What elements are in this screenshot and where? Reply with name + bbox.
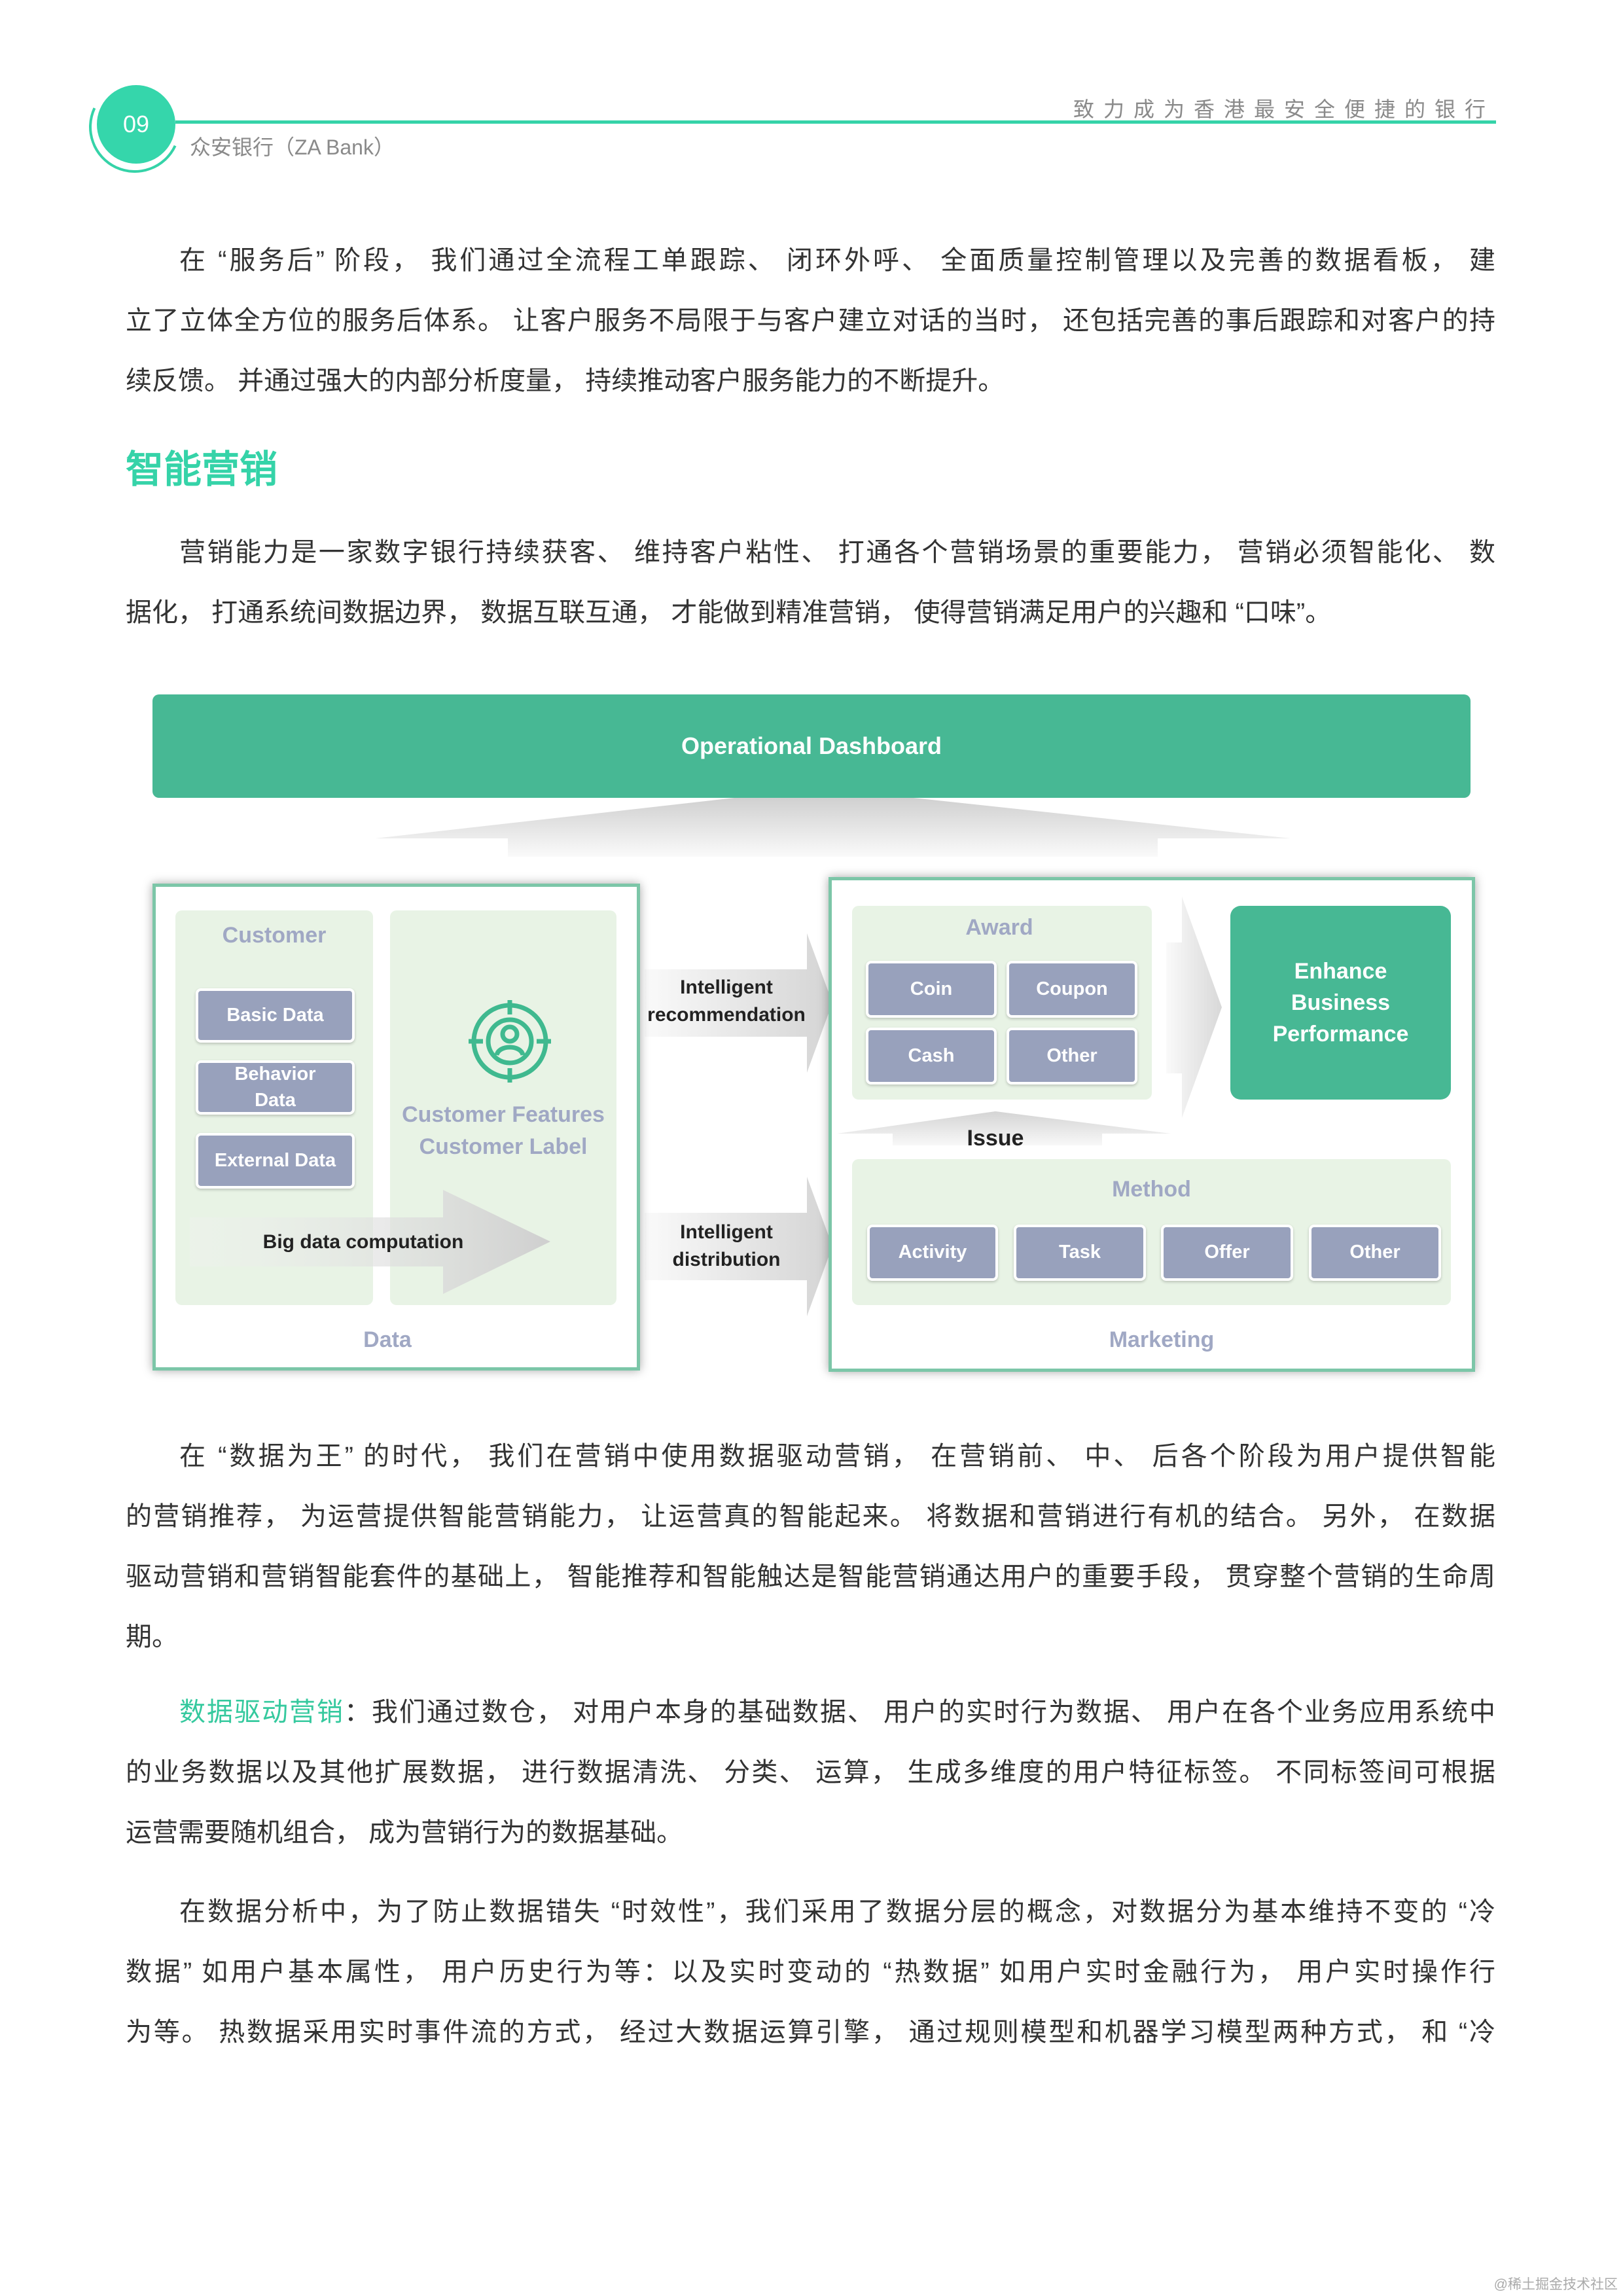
up-arrow-icon [375, 798, 1291, 857]
paragraph-data-driven-marketing: 数据驱动营销：我们通过数仓， 对用户本身的基础数据、 用户的实时行为数据、 用户… [126, 1682, 1495, 1863]
customer-target-icon [469, 1000, 551, 1083]
text-line: 续反馈。 并通过强大的内部分析度量， 持续推动客户服务能力的不断提升。 [126, 367, 1005, 395]
award-coin-box: Coin [866, 961, 997, 1018]
marketing-panel [829, 877, 1475, 1372]
behavior-data-box: Behavior Data [196, 1060, 355, 1115]
enhance-business-performance-box: Enhance Business Performance [1230, 906, 1451, 1100]
text-line: 驱动营销和营销智能套件的基础上， 智能推荐和智能触达是智能营销通达用户的重要手段… [126, 1562, 1495, 1591]
customer-title: Customer [222, 923, 327, 948]
enhance-line2: Business [1291, 990, 1391, 1015]
marketing-panel-footer: Marketing [1109, 1327, 1215, 1352]
method-offer-box: Offer [1161, 1225, 1293, 1281]
enhance-line3: Performance [1272, 1022, 1409, 1047]
text-line: 期。 [126, 1623, 178, 1651]
method-title: Method [1112, 1177, 1191, 1202]
award-box [852, 906, 1152, 1100]
issue-arrow-icon [837, 1111, 1171, 1145]
paragraph-after-service: 在 “服务后” 阶段， 我们通过全流程工单跟踪、 闭环外呼、 全面质量控制管理以… [126, 230, 1495, 411]
text-line: 在数据分析中，为了防止数据错失 “时效性”，我们采用了数据分层的概念，对数据分为… [179, 1897, 1495, 1926]
section-title: 智能营销 [126, 448, 278, 491]
text-line: 据化， 打通系统间数据边界， 数据互联互通， 才能做到精准营销， 使得营销满足用… [126, 598, 1332, 627]
operational-dashboard-bar: Operational Dashboard [152, 694, 1471, 798]
text-segment: ：我们通过数仓， 对用户本身的基础数据、 用户的实时行为数据、 用户在各个业务应… [344, 1698, 1496, 1727]
header-bank-name: 众安银行（ZA Bank） [190, 135, 395, 159]
method-activity-box: Activity [867, 1225, 998, 1281]
distribution-arrow-icon [645, 1177, 832, 1316]
enhance-arrow-icon [1166, 897, 1222, 1118]
distribution-label-line2: distribution [672, 1249, 781, 1270]
method-other-box: Other [1309, 1225, 1441, 1281]
paragraph-marketing-intro: 营销能力是一家数字银行持续获客、 维持客户粘性、 打通各个营销场景的重要能力， … [126, 522, 1495, 643]
basic-data-box: Basic Data [196, 988, 355, 1043]
header-slogan: 致力成为香港最安全便捷的银行 [1073, 98, 1495, 121]
external-data-box: External Data [196, 1133, 355, 1189]
text-line: 数据驱动营销：我们通过数仓， 对用户本身的基础数据、 用户的实时行为数据、 用户… [126, 1682, 1495, 1742]
watermark: @稀土掘金技术社区 [1493, 2277, 1618, 2292]
text-line: 为等。 热数据采用实时事件流的方式， 经过大数据运算引擎， 通过规则模型和机器学… [126, 2018, 1495, 2047]
text-line: 的营销推荐， 为运营提供智能营销能力， 让运营真的智能起来。 将数据和营销进行有… [126, 1502, 1495, 1531]
enhance-line1: Enhance [1294, 959, 1387, 984]
big-data-arrow-icon [190, 1190, 550, 1294]
customer-features-label: Customer Features [402, 1102, 605, 1127]
award-coupon-box: Coupon [1007, 961, 1137, 1018]
paragraph-data-is-king: 在 “数据为王” 的时代， 我们在营销中使用数据驱动营销， 在营销前、 中、 后… [126, 1426, 1495, 1667]
award-cash-box: Cash [866, 1028, 997, 1085]
text-line: 运营需要随机组合， 成为营销行为的数据基础。 [126, 1818, 683, 1847]
text-line: 在 “数据为王” 的时代， 我们在营销中使用数据驱动营销， 在营销前、 中、 后… [179, 1442, 1495, 1471]
distribution-label-line1: Intelligent [680, 1221, 773, 1243]
text-line: 营销能力是一家数字银行持续获客、 维持客户粘性、 打通各个营销场景的重要能力， … [179, 538, 1495, 567]
text-line: 数据” 如用户基本属性， 用户历史行为等：以及实时变动的 “热数据” 如用户实时… [126, 1958, 1495, 1986]
award-other-box: Other [1007, 1028, 1137, 1085]
text-line: 在 “服务后” 阶段， 我们通过全流程工单跟踪、 闭环外呼、 全面质量控制管理以… [179, 246, 1495, 275]
header-divider [175, 120, 1496, 124]
recommendation-arrow-icon [645, 933, 832, 1073]
text-line: 的业务数据以及其他扩展数据， 进行数据清洗、 分类、 运算， 生成多维度的用户特… [126, 1758, 1495, 1787]
data-panel [152, 884, 640, 1371]
recommendation-label-line2: recommendation [647, 1004, 806, 1026]
page-number-badge: 09 [97, 85, 175, 164]
issue-label: Issue [967, 1126, 1024, 1151]
award-title: Award [965, 915, 1033, 940]
recommendation-label-line1: Intelligent [680, 977, 773, 998]
customer-column [175, 910, 373, 1305]
data-panel-footer: Data [363, 1327, 412, 1352]
marketing-arrows [837, 897, 1222, 1145]
big-data-computation-label: Big data computation [262, 1231, 464, 1253]
method-task-box: Task [1014, 1225, 1146, 1281]
customer-label-label: Customer Label [419, 1134, 588, 1159]
diagram-arrows [375, 798, 1291, 1316]
data-driven-marketing-term: 数据驱动营销 [179, 1698, 344, 1727]
customer-features-column [390, 910, 616, 1305]
method-box [852, 1159, 1451, 1305]
text-line: 立了立体全方位的服务后体系。 让客户服务不局限于与客户建立对话的当时， 还包括完… [126, 306, 1495, 335]
paragraph-data-layering: 在数据分析中，为了防止数据错失 “时效性”，我们采用了数据分层的概念，对数据分为… [126, 1882, 1495, 2062]
